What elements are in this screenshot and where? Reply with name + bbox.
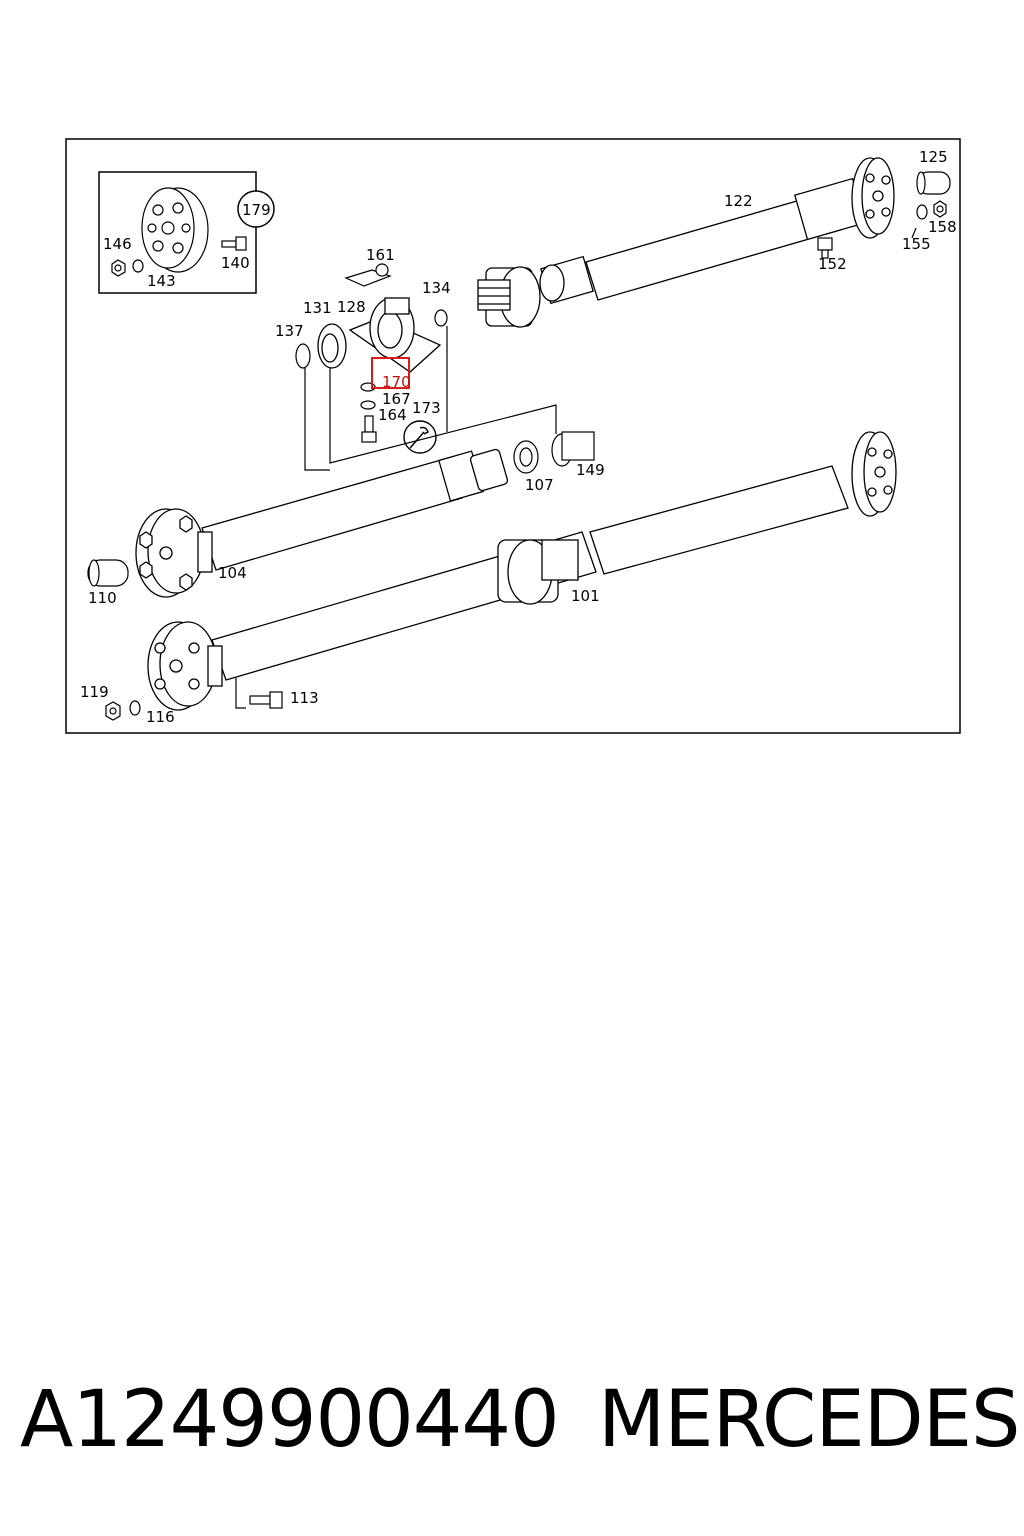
callout-167: 167 [382,390,411,408]
callout-116: 116 [146,708,175,726]
callout-128: 128 [337,298,366,316]
bracket-161 [344,263,392,287]
leader-lines [235,227,917,709]
center-bearing-128 [348,297,442,373]
washer-167 [360,400,376,410]
callout-137: 137 [275,322,304,340]
flex-disc-icon [141,187,209,273]
callout-149: 149 [576,461,605,479]
callout-170: 170 [382,373,411,391]
callout-155: 155 [902,235,931,253]
bolt-164 [361,415,377,443]
sleeve-149 [551,431,595,467]
callout-140: 140 [221,254,250,272]
callout-134: 134 [422,279,451,297]
bolt-icon [221,236,247,251]
callout-113: 113 [290,689,319,707]
bolt-152 [817,237,833,259]
callout-119: 119 [80,683,109,701]
nut-icon [111,259,144,277]
callout-circle-179 [237,190,275,228]
callout-173: 173 [412,399,441,417]
washer-116 [129,700,141,716]
brand-name: MERCEDES [598,1375,1020,1465]
callout-107: 107 [525,476,554,494]
ring-137 [295,343,311,369]
parts-diagram: 179 146 140 143 161 134 131 128 137 170 … [65,138,961,734]
propeller-shaft-104 [135,448,509,598]
callout-125: 125 [919,148,948,166]
callout-161: 161 [366,246,395,264]
callout-146: 146 [103,235,132,253]
inset-box-flex-disc [98,171,275,294]
propeller-shaft-101 [147,431,897,711]
bearing-131 [317,323,347,369]
nut-119 [105,701,121,721]
product-caption: A1249900440 MERCEDES [0,1360,1024,1480]
callout-101: 101 [571,587,600,605]
callout-143: 143 [147,272,176,290]
propeller-shaft-122 [477,157,895,328]
tool-173 [403,420,437,454]
diagram-frame [65,138,961,734]
callout-104: 104 [218,564,247,582]
highlight-box [371,357,410,389]
part-number: A1249900440 [20,1375,560,1465]
callout-179: 179 [242,201,271,219]
callout-110: 110 [88,589,117,607]
bolt-113 [249,691,283,709]
bushing-110 [87,559,129,587]
callout-164: 164 [378,406,407,424]
coupling-107 [513,440,539,474]
callout-131: 131 [303,299,332,317]
washer-nut-155-158 [916,200,947,220]
bushing-125 [916,171,951,195]
ring-134 [434,309,448,327]
callout-122: 122 [724,192,753,210]
callout-152: 152 [818,255,847,273]
callout-158: 158 [928,218,957,236]
